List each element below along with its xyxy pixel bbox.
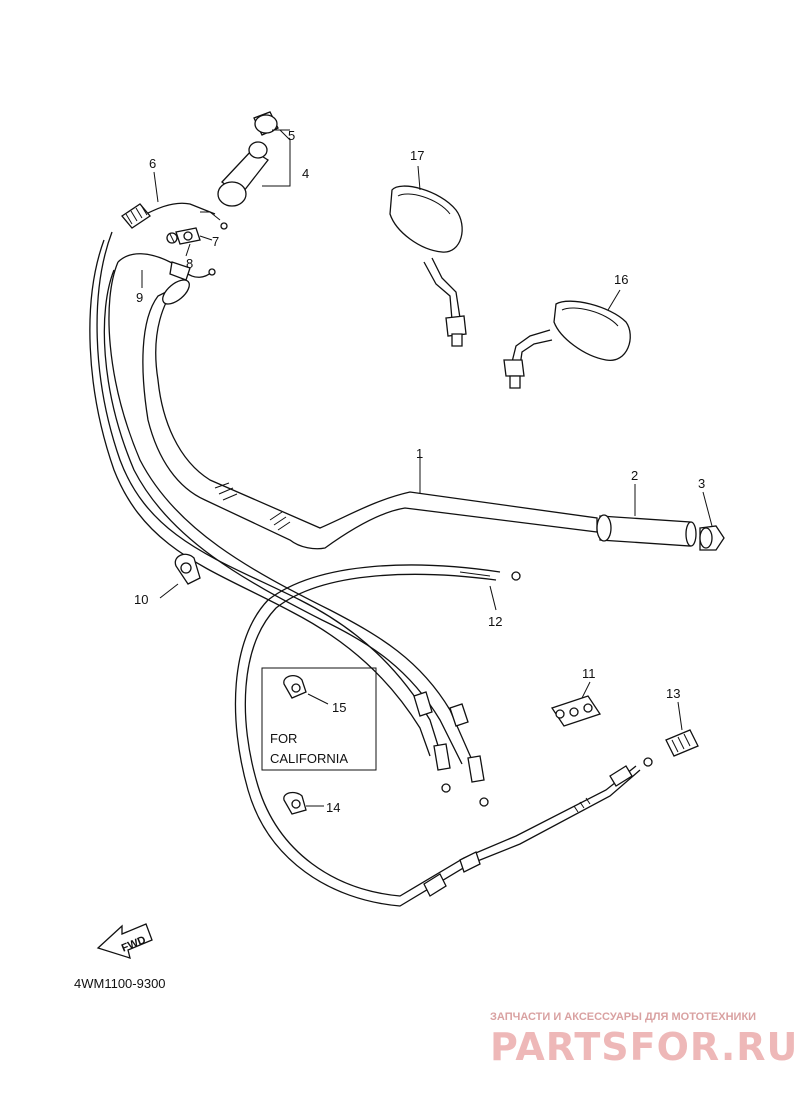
screw-8 <box>166 232 178 244</box>
callout-8: 8 <box>186 256 193 271</box>
throttle-housing-6 <box>121 202 228 230</box>
callout-7: 7 <box>212 234 219 249</box>
callout-13: 13 <box>666 686 680 701</box>
throttle-grip-4 <box>217 111 279 207</box>
fwd-arrow: FWD <box>96 923 153 959</box>
callout-12: 12 <box>488 614 502 629</box>
callout-11: 11 <box>582 666 596 681</box>
callout-2: 2 <box>631 468 638 483</box>
california-label-line2: CALIFORNIA <box>270 751 348 766</box>
throttle-cables <box>89 231 489 807</box>
clamp-7 <box>175 227 201 245</box>
california-label-line1: FOR <box>270 731 297 746</box>
watermark-tagline: ЗАПЧАСТИ И АКСЕССУАРЫ ДЛЯ МОТОТЕХНИКИ <box>490 1011 756 1023</box>
handlebar <box>142 279 598 550</box>
grip-end-3 <box>699 525 725 551</box>
mirror-17 <box>389 185 467 347</box>
callout-1: 1 <box>416 446 423 461</box>
clutch-adjuster-13 <box>643 729 699 767</box>
clamp-10 <box>174 553 201 585</box>
callout-9: 9 <box>136 290 143 305</box>
callout-5: 5 <box>288 128 295 143</box>
mirror-16 <box>503 300 631 389</box>
clutch-switch-9 <box>117 253 216 281</box>
callout-15: 15 <box>332 700 346 715</box>
diagram-code: 4WM1100-9300 <box>74 976 166 991</box>
callout-16: 16 <box>614 272 628 287</box>
clamp-14 <box>283 791 307 815</box>
callout-17: 17 <box>410 148 424 163</box>
clutch-cable-12 <box>234 564 641 907</box>
callout-4: 4 <box>302 166 309 181</box>
callout-6: 6 <box>149 156 156 171</box>
watermark-brand: PARTSFOR.RU <box>490 1025 798 1069</box>
leader-lines <box>141 165 713 807</box>
california-box: FOR CALIFORNIA <box>261 667 377 771</box>
callout-3: 3 <box>698 476 705 491</box>
cable-holder-11 <box>550 695 602 727</box>
grip-2 <box>596 514 697 547</box>
callout-14: 14 <box>326 800 340 815</box>
callout-10: 10 <box>134 592 148 607</box>
